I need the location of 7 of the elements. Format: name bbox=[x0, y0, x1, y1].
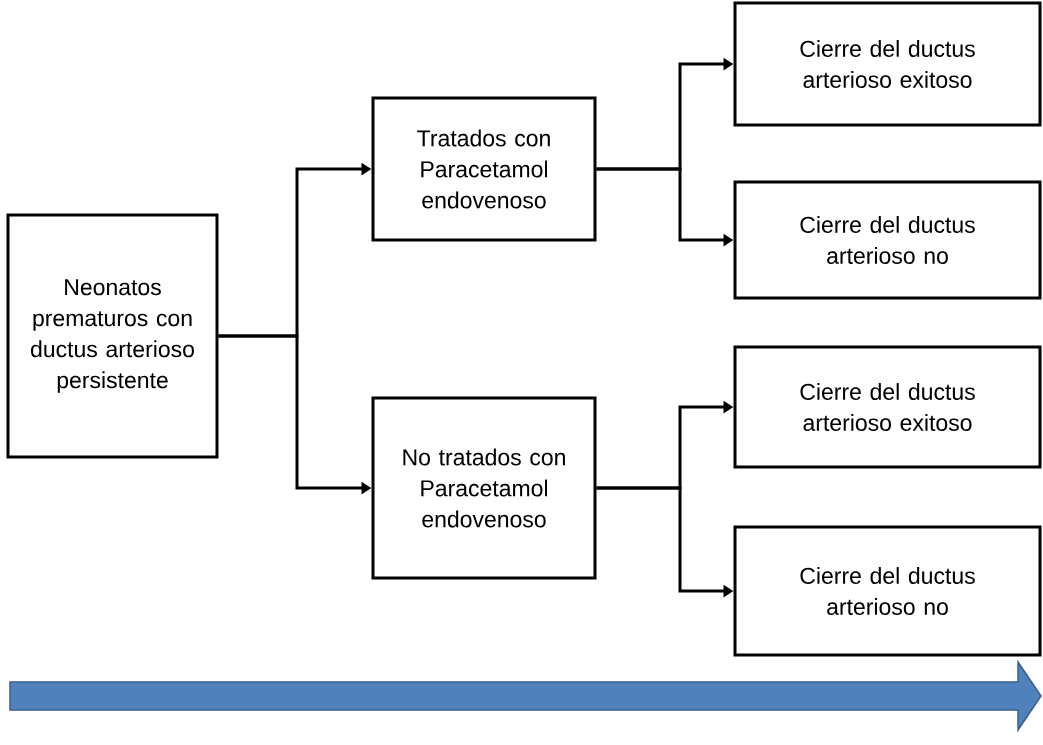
process-box: Neonatos prematuros con ductus arterioso persistente bbox=[6, 213, 219, 459]
process-box: Cierre del ductus arterioso exitoso bbox=[733, 345, 1042, 469]
process-box: Cierre del ductus arterioso no bbox=[733, 525, 1042, 657]
process-box: No tratados con Paracetamol endovenoso bbox=[371, 396, 597, 580]
process-box: Cierre del ductus arterioso exitoso bbox=[733, 1, 1042, 127]
process-box: Tratados con Paracetamol endovenoso bbox=[371, 96, 597, 242]
process-box: Cierre del ductus arterioso no bbox=[733, 180, 1042, 300]
